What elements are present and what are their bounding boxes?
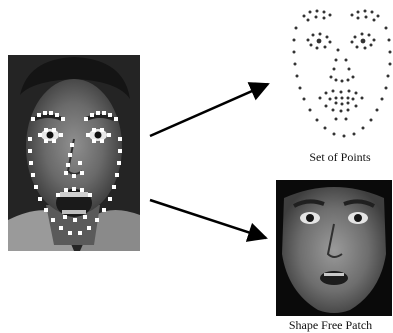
arrow-to-patch xyxy=(150,200,266,238)
arrow-to-points xyxy=(150,84,268,136)
